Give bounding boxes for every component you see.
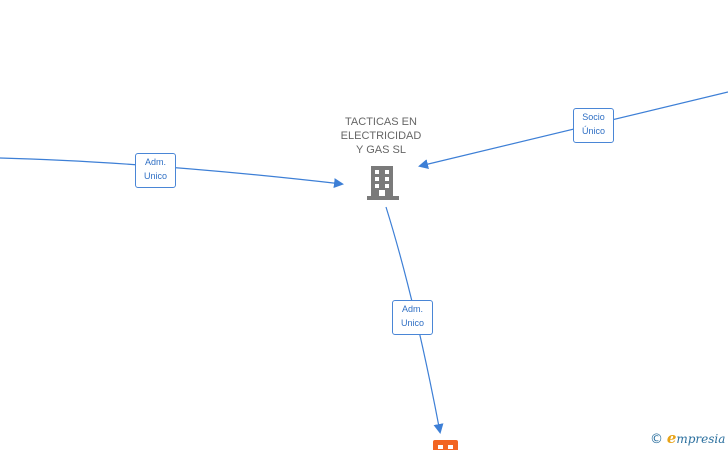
building-icon[interactable] (367, 166, 399, 200)
company-icon[interactable] (433, 440, 458, 450)
company-name-label[interactable]: TACTICAS EN ELECTRICIDAD Y GAS SL (340, 116, 422, 156)
edge-label-bottom[interactable]: Adm. Unico (392, 300, 433, 335)
logo-text: mpresia (676, 432, 726, 446)
edge-right (418, 91, 728, 169)
copyright-symbol: © (650, 432, 663, 447)
logo-letter: e (666, 429, 677, 447)
edge-label-right[interactable]: Socio Único (573, 108, 614, 143)
empresia-logo[interactable]: © empresia (650, 429, 725, 447)
edge-label-left[interactable]: Adm. Unico (135, 153, 176, 188)
